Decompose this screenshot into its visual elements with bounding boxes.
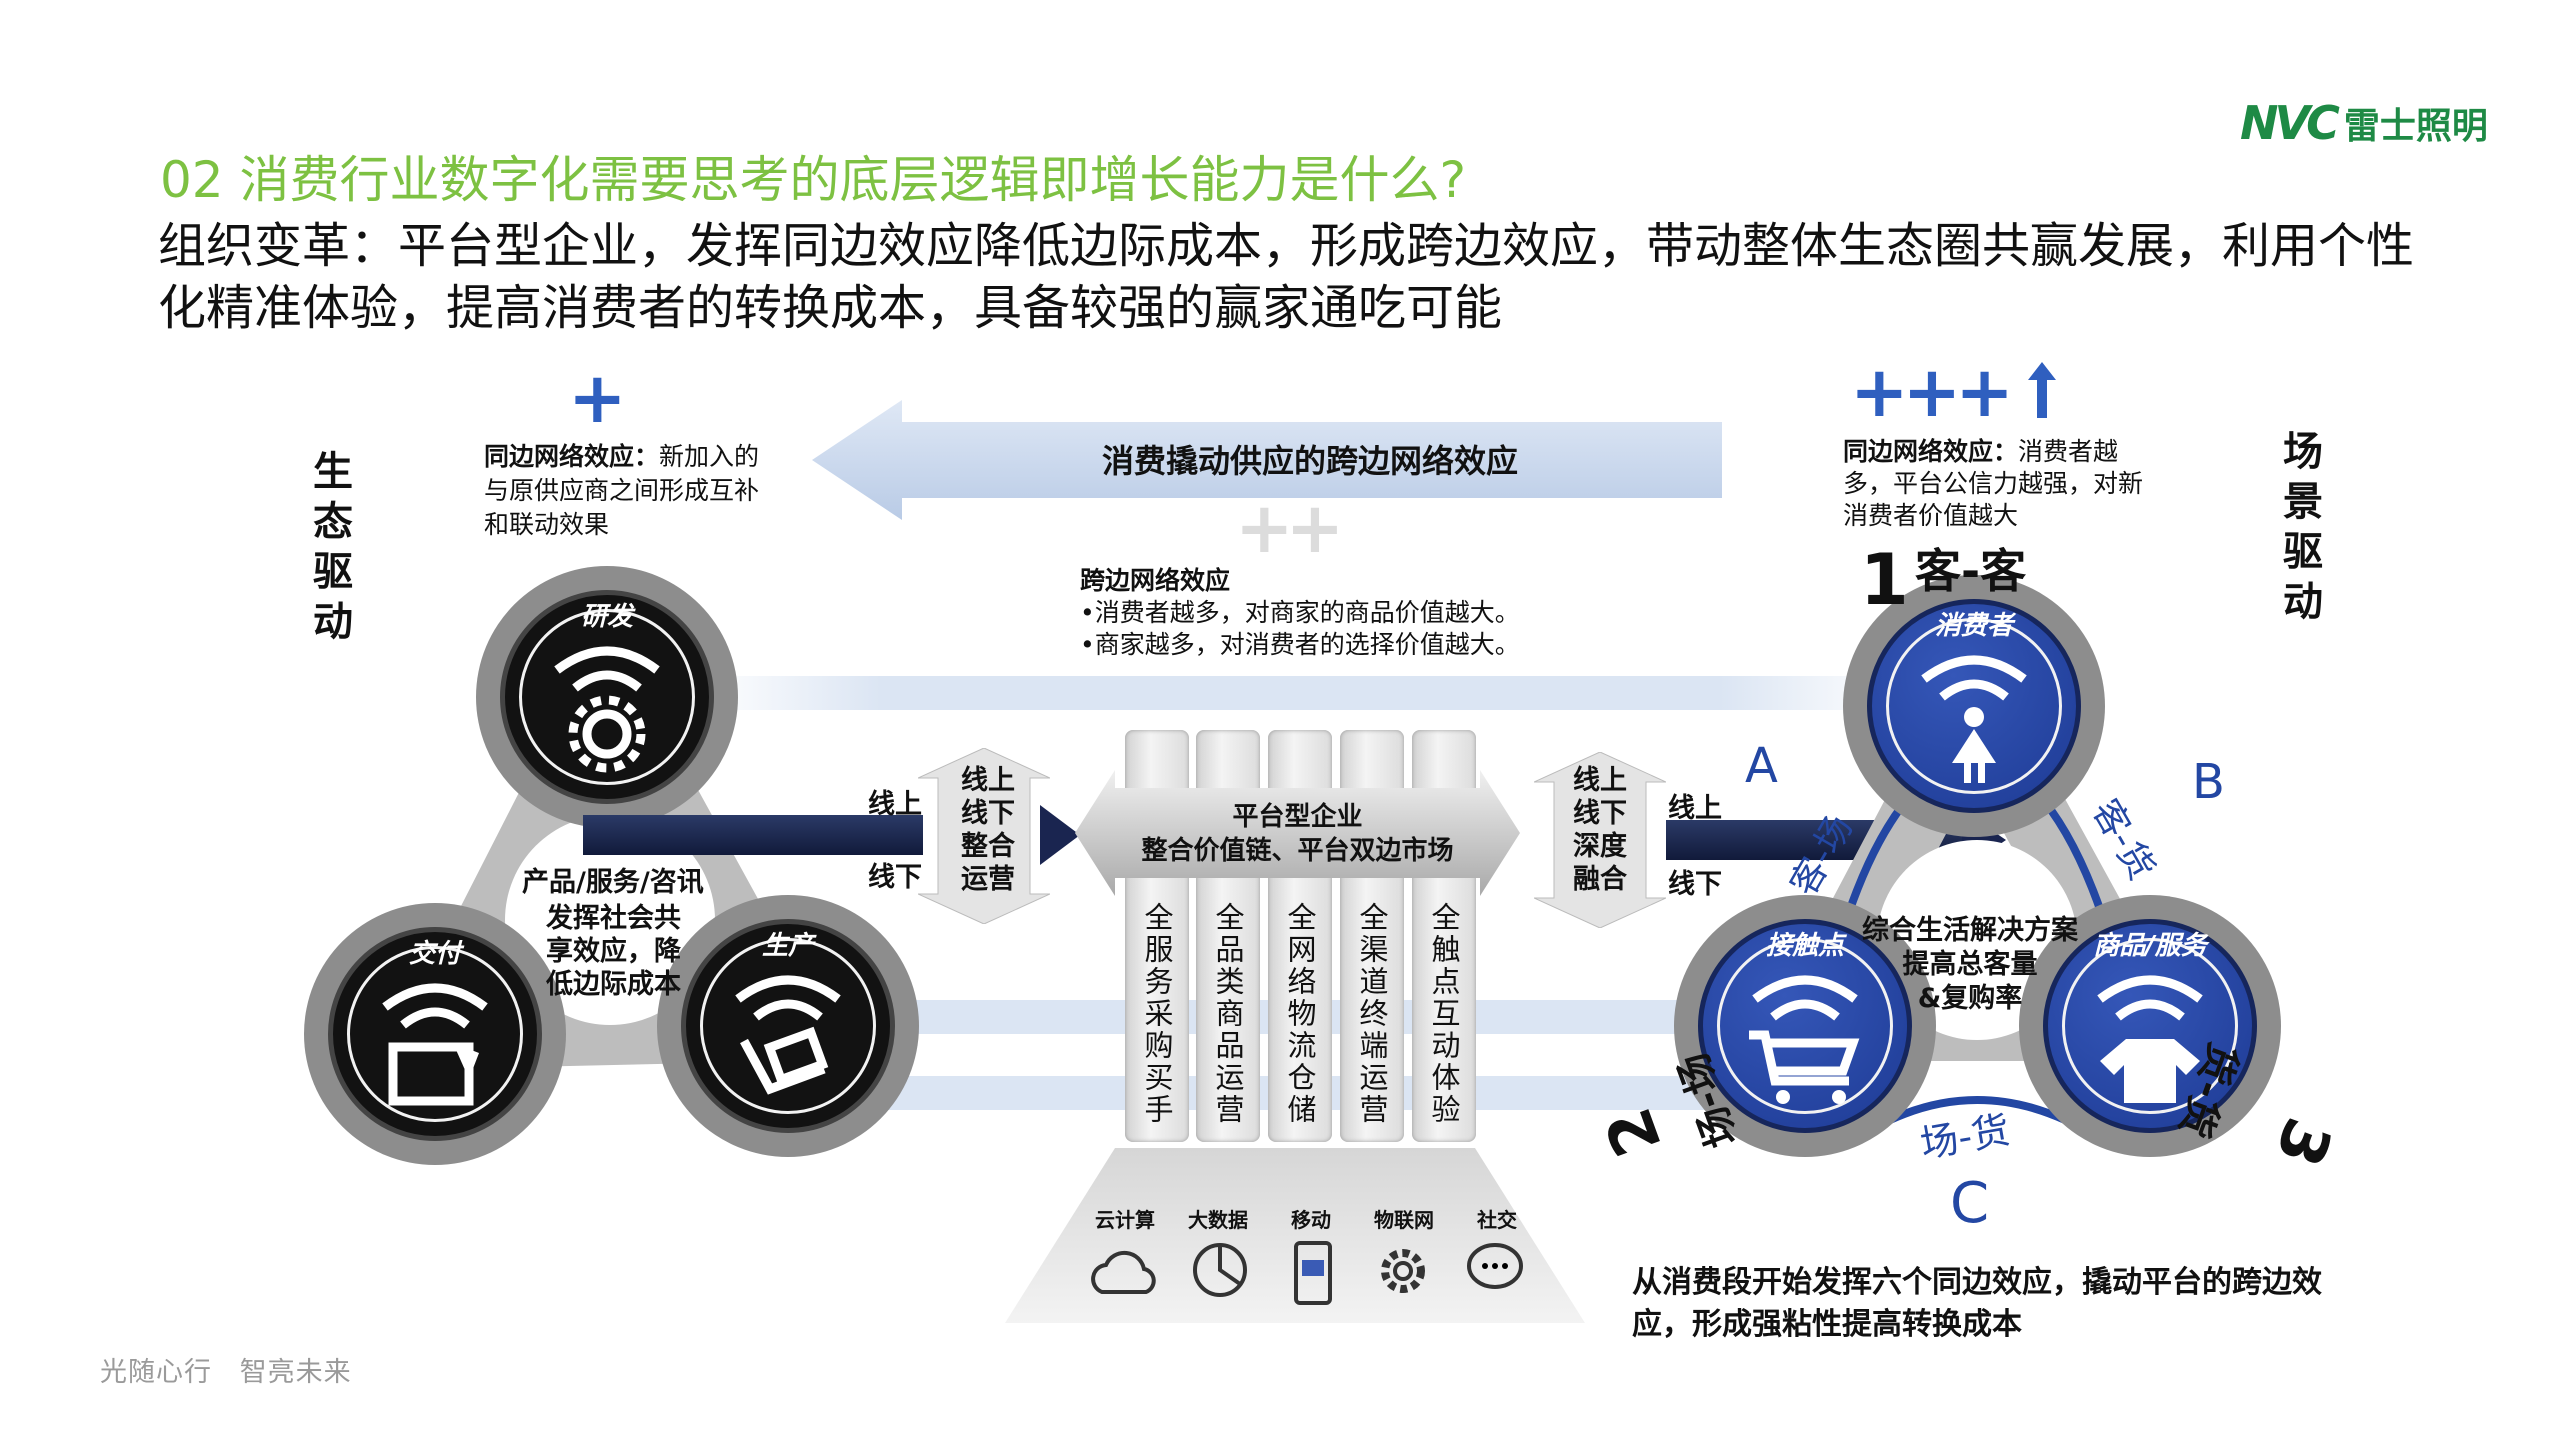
node-delivery: 交付: [304, 903, 566, 1165]
cloud-icon: [1091, 1250, 1156, 1294]
same-side-note-left: 同边网络效应：新加入的与原供应商之间形成互补和联动效果: [484, 440, 774, 542]
plus-icon: +: [568, 357, 627, 439]
node-rnd: 研发: [476, 566, 738, 828]
ecosystem-driven-label: 生态驱动: [306, 450, 352, 650]
pie-chart-icon: [1193, 1243, 1247, 1297]
left-center-head: 产品/服务/咨讯: [522, 867, 704, 898]
footer-slogan: 光随心行 智亮未来: [100, 1357, 352, 1388]
wifi-person-icon: [1921, 655, 2027, 783]
top-arrow-label: 消费撬动供应的跨边网络效应: [1101, 442, 1518, 480]
center-line: 提高总客量: [1902, 949, 2038, 980]
node-label: 商品/服务: [2093, 931, 2207, 961]
tech-label: 社交: [1477, 1208, 1517, 1232]
logo-text: 雷士照明: [2343, 106, 2488, 147]
chat-icon: [1467, 1243, 1523, 1289]
platform-double-arrow: [1075, 770, 1520, 896]
column-label: 全网络物流仓储: [1283, 902, 1317, 1126]
up-arrow-icon: [2028, 362, 2056, 418]
arrow-head-right: [1040, 805, 1080, 865]
node-label: 研发: [580, 602, 633, 632]
tech-base-trapezoid: [1005, 1148, 1585, 1323]
note-body: 新加入的与原供应商之间形成互补和联动效果: [484, 442, 760, 539]
node-goods-service: 商品/服务: [2019, 895, 2281, 1157]
tech-label: 大数据: [1188, 1208, 1248, 1232]
updown-arrow-shape-right: [1534, 752, 1666, 928]
effect-pair-1: 客-客: [1915, 544, 2027, 598]
summary-text: 从消费段开始发挥六个同边效应，撬动平台的跨边效应，形成强粘性提高转换成本: [1632, 1265, 2322, 1342]
triple-plus-icon: +++: [1850, 351, 2014, 433]
platform-line1: 平台型企业: [1232, 802, 1363, 832]
gear-icon: [1381, 1249, 1425, 1293]
left-arrow-shape: [812, 400, 1722, 520]
node-consumer: 消费者: [1843, 575, 2105, 837]
tech-label: 云计算: [1095, 1208, 1155, 1232]
effect-letter-b: B: [2192, 754, 2225, 810]
updown-arrow-shape: [918, 748, 1050, 924]
right-center-text: 综合生活解决方案 提高总客量 &复购率: [1860, 914, 2080, 1016]
tech-label: 移动: [1291, 1208, 1331, 1232]
node-label: 消费者: [1934, 611, 2013, 641]
column-label: 全渠道终端运营: [1355, 902, 1389, 1126]
page-subtitle: 组织变革：平台型企业，发挥同边效应降低边际成本，形成跨边效应，带动整体生态圈共赢…: [158, 218, 2415, 336]
column-label: 全品类商品运营: [1211, 902, 1245, 1126]
effect-letter-c: C: [1950, 1171, 1990, 1236]
offline-label: 线下: [868, 862, 922, 893]
platform-line2: 整合价值链、平台双边市场: [1141, 836, 1454, 866]
online-label: 线上: [868, 789, 922, 820]
page-title: 02 消费行业数字化需要思考的底层逻辑即增长能力是什么?: [160, 151, 1467, 209]
wifi-gear-icon: [554, 646, 660, 773]
cross-effect-head: 跨边网络效应: [1080, 566, 1231, 595]
light-band: [700, 676, 1900, 710]
tech-label: 物联网: [1374, 1208, 1434, 1232]
note-body: 消费者越多，平台公信力越强，对新消费者价值越大: [1843, 437, 2144, 530]
effect-letter-a: A: [1745, 738, 1778, 794]
center-line: &复购率: [1917, 983, 2023, 1014]
cross-effect-item: •消费者越多，对商家的商品价值越大。: [1080, 598, 1520, 627]
left-center-body: 发挥社会共享效应，降低边际成本: [546, 903, 681, 1000]
fusion-label: 线上线下深度融合: [1573, 765, 1627, 895]
node-label: 交付: [408, 939, 461, 969]
effect-number-1: 1: [1860, 539, 1909, 621]
node-touchpoint: 接触点: [1674, 895, 1936, 1157]
online-label: 线上: [1668, 793, 1722, 824]
node-production: 生产: [657, 895, 919, 1157]
note-head: 同边网络效应：: [1843, 437, 2019, 466]
node-label: 接触点: [1765, 931, 1844, 961]
wifi-shirt-icon: [2097, 975, 2203, 1103]
wifi-monitor-icon: [382, 983, 488, 1106]
node-label: 生产: [761, 931, 814, 961]
cross-effect-item: •商家越多，对消费者的选择价值越大。: [1080, 630, 1520, 659]
wifi-cart-icon: [1749, 975, 1860, 1104]
integrate-label: 线上线下整合运营: [961, 765, 1015, 895]
scene-driven-label: 场景驱动: [2276, 430, 2322, 630]
column-label: 全服务采购买手: [1140, 902, 1174, 1126]
faded-plus-icon: ++: [1235, 487, 1344, 569]
note-head: 同边网络效应：: [484, 442, 660, 471]
offline-label: 线下: [1668, 869, 1722, 900]
wifi-trolley-icon: [735, 975, 841, 1095]
cross-side-effect: 跨边网络效应 •消费者越多，对商家的商品价值越大。 •商家越多，对消费者的选择价…: [1080, 565, 1520, 661]
brand-logo: NVC 雷士照明: [2240, 96, 2488, 150]
navy-arrow-left: [583, 815, 923, 855]
center-line: 综合生活解决方案: [1862, 915, 2078, 946]
platform-text: 平台型企业 整合价值链、平台双边市场: [1100, 800, 1495, 868]
logo-mark: NVC: [2240, 96, 2340, 150]
column-label: 全触点互动体验: [1427, 902, 1461, 1126]
same-side-note-right: 同边网络效应：消费者越多，平台公信力越强，对新消费者价值越大: [1843, 436, 2163, 532]
mobile-icon: [1294, 1241, 1332, 1305]
